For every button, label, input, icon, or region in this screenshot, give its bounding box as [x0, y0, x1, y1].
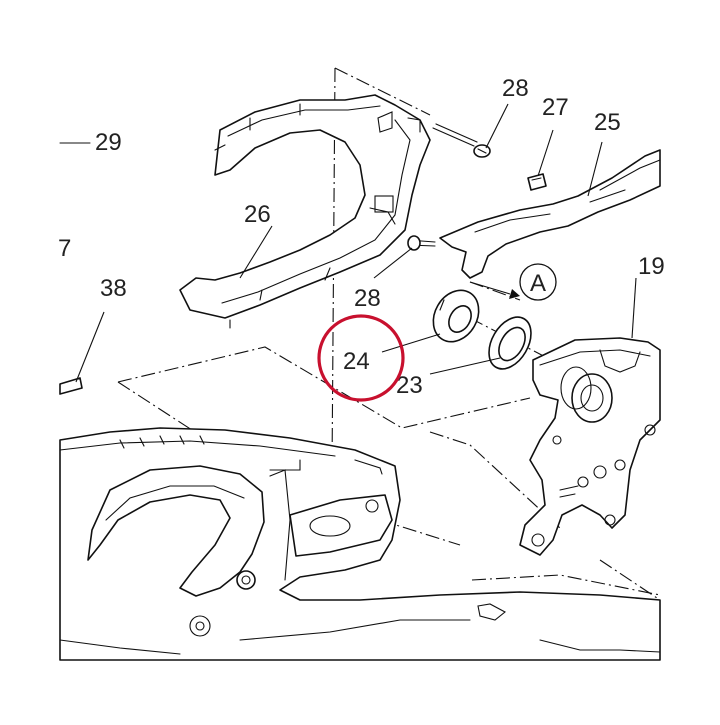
callout-24: 24	[343, 348, 370, 375]
callout-38: 38	[100, 275, 127, 302]
ref-arrowhead	[509, 289, 520, 299]
callout-28-top: 28	[502, 75, 529, 102]
part-26-trim-bracket	[179, 94, 431, 329]
callout-7: 7	[58, 235, 71, 262]
part-19-mount-plate	[519, 337, 661, 556]
callout-27: 27	[542, 94, 569, 121]
part-23-washer	[488, 316, 532, 370]
reference-a-marker: A	[519, 263, 557, 301]
callout-26: 26	[244, 201, 271, 228]
part-24-grommet	[432, 289, 480, 343]
callout-29: 29	[95, 129, 122, 156]
part-28-screw-top	[432, 123, 491, 158]
callout-19: 19	[638, 253, 665, 280]
highlight-circle	[317, 314, 405, 402]
part-27-clip	[527, 173, 547, 191]
part-38-edge	[59, 377, 83, 395]
frame-body	[59, 427, 661, 661]
callout-25: 25	[594, 109, 621, 136]
callout-28-mid: 28	[354, 285, 381, 312]
part-25-lever	[439, 149, 661, 279]
reference-a-label: A	[530, 270, 546, 297]
part-28-screw-mid	[407, 235, 436, 251]
leader-lines	[75, 103, 637, 383]
